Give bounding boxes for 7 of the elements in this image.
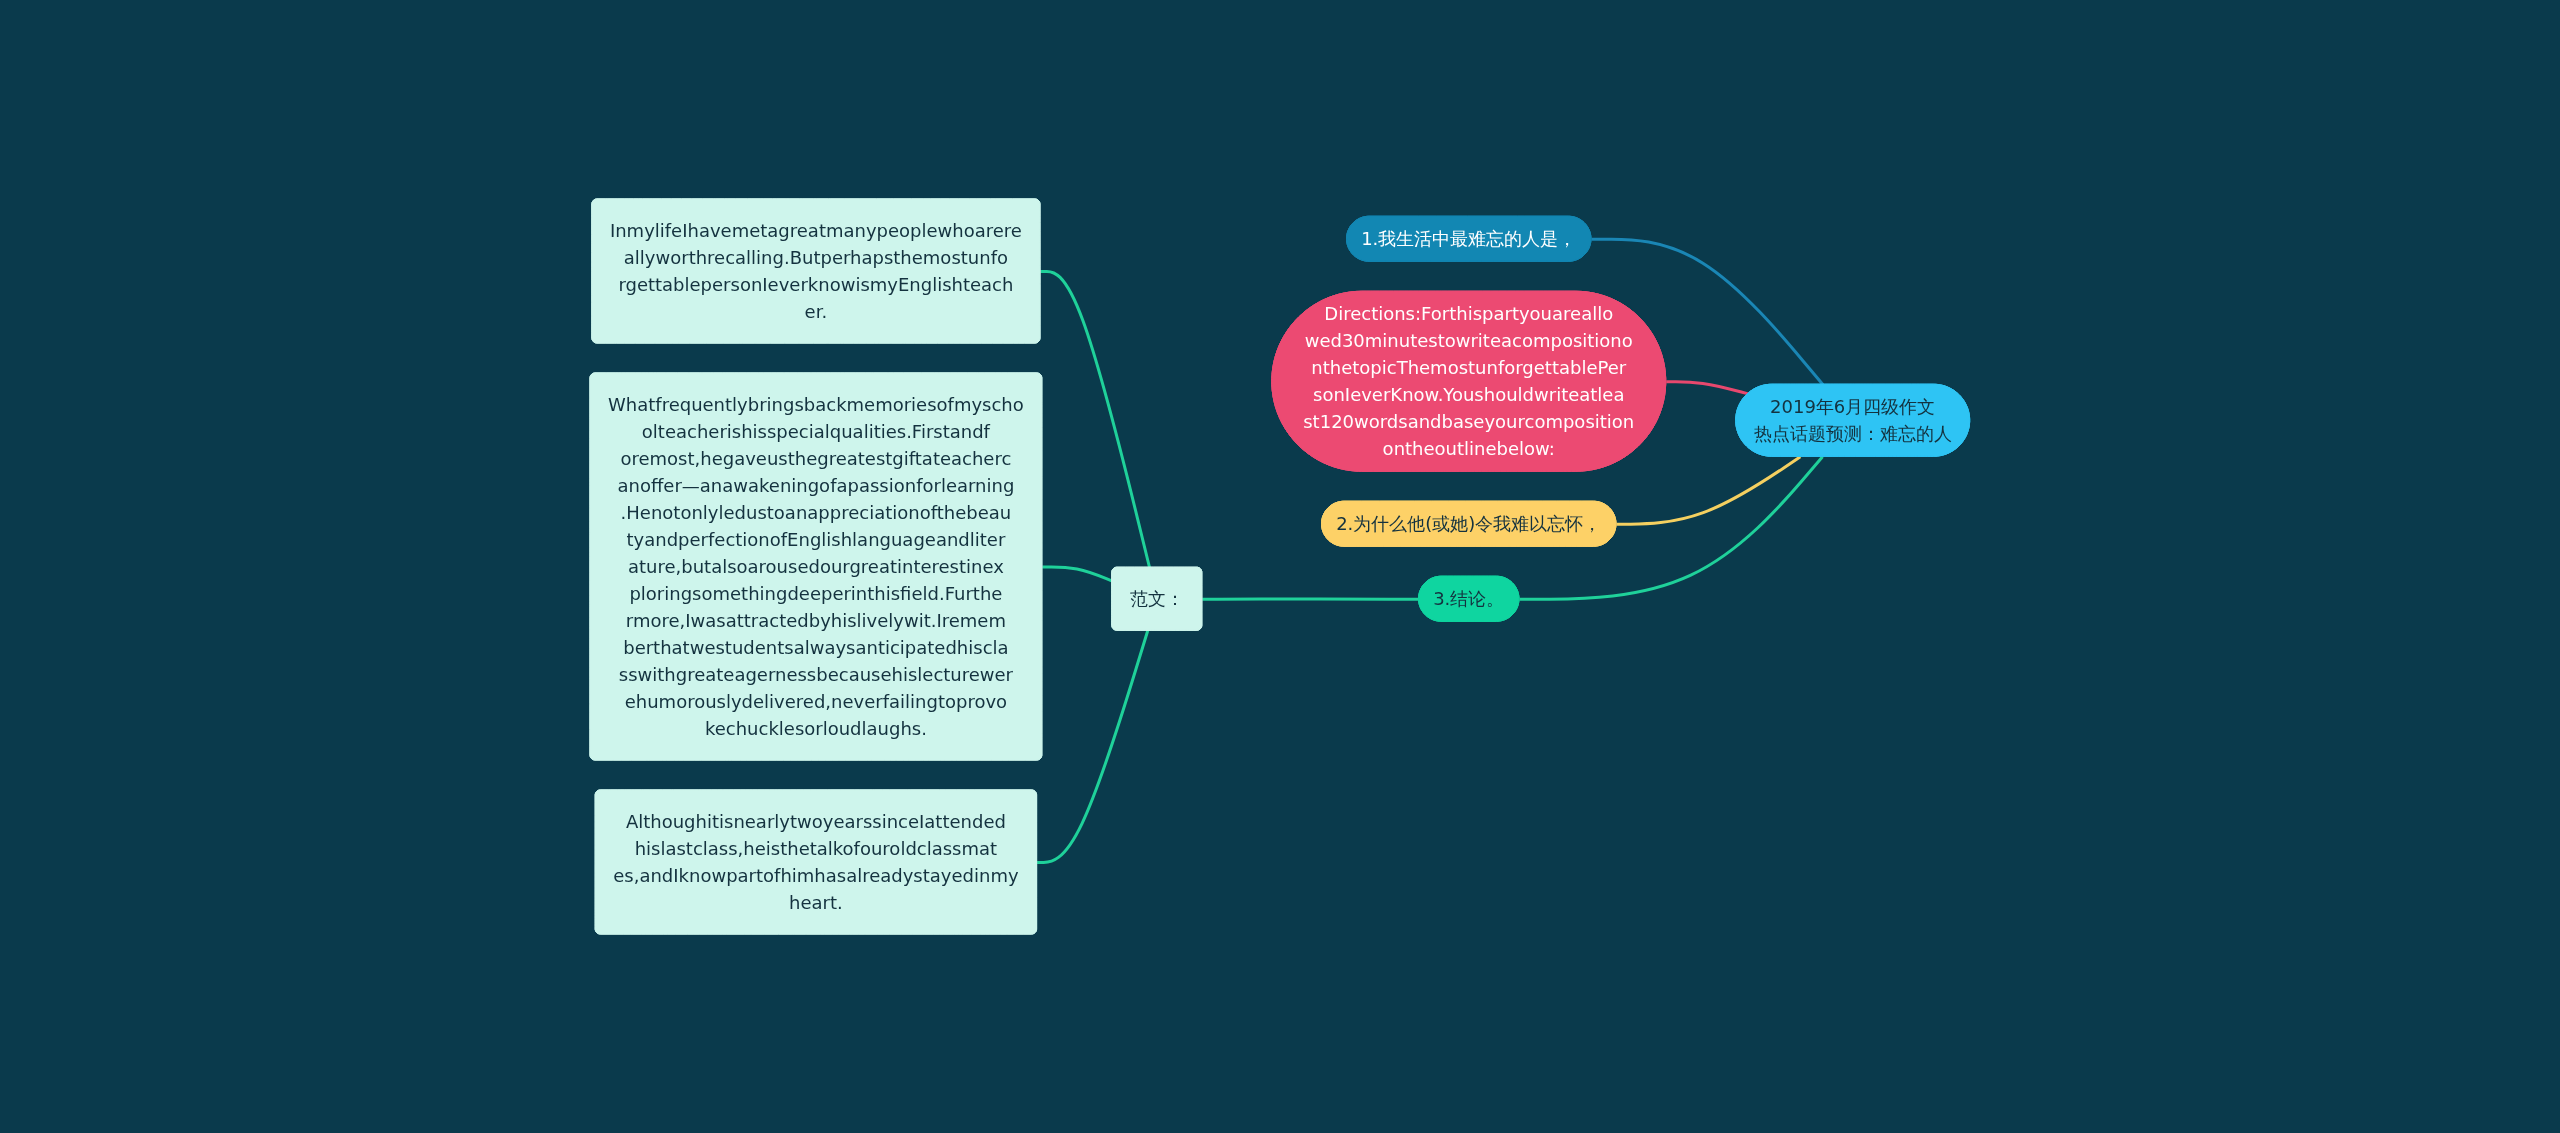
connector (1616, 455, 1802, 526)
connector (1666, 380, 1749, 396)
connector (1591, 237, 1825, 386)
connector (1040, 269, 1152, 569)
connector (1519, 455, 1824, 601)
connector (1202, 597, 1420, 601)
connector (1037, 630, 1150, 864)
